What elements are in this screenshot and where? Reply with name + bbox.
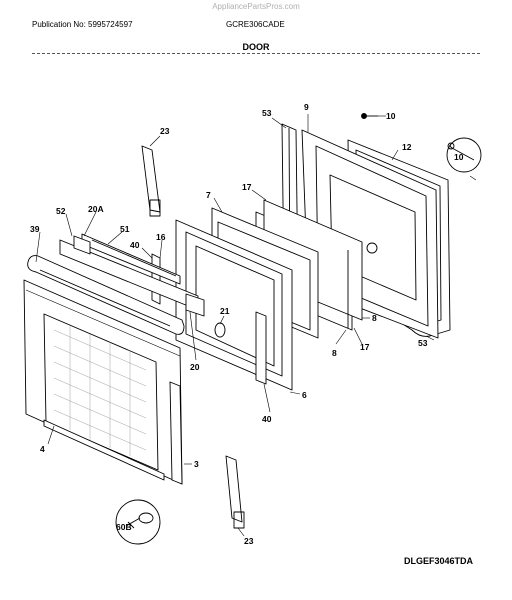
part-label-17-upper: 17 [242,182,252,192]
part-label-52: 52 [56,206,66,216]
part-label-20: 20 [190,362,200,372]
part-label-8-right: 8 [372,313,377,323]
model-number: GCRE306CADE [226,20,285,29]
part-label-51: 51 [120,224,130,234]
door-glass-mesh [53,326,147,456]
part-label-17-lower: 17 [360,342,370,352]
header-divider [32,53,480,54]
publication-number: Publication No: 5995724597 [32,20,133,29]
part-label-10: 10 [386,111,396,121]
part-label-53: 53 [262,108,272,118]
screw-detail-circle [115,499,161,545]
part-label-21: 21 [220,306,230,316]
part-label-60B: 60B [116,522,132,532]
bottom-door-trim [43,419,165,481]
door-hinge-lower [225,455,245,529]
part-label-9: 9 [304,102,309,112]
top-vent-assembly [59,233,205,317]
part-label-23-lower: 23 [244,536,254,546]
part-label-40-lower: 40 [262,414,272,424]
part-label-6: 6 [302,390,307,400]
screw-icon [447,142,475,161]
part-label-12: 12 [402,142,412,152]
part-label-20A: 20A [88,204,104,214]
door-clip [214,322,226,338]
part-label-7: 7 [206,190,211,200]
part-label-39: 39 [30,224,40,234]
part-label-16: 16 [156,232,166,242]
door-hinge-upper [141,145,161,217]
part-label-8-lower: 8 [332,348,337,358]
part-label-53-lower: 53 [418,338,428,348]
part-label-10-detail: 10 [454,152,464,162]
leader-lines [35,114,477,537]
door-handle [27,255,185,335]
part-label-3: 3 [194,459,199,469]
watermark-text: AppliancePartsPros.com [212,2,300,11]
diagram-code: DLGEF3046TDA [404,556,474,566]
part-label-23-upper: 23 [160,126,170,136]
outer-door-panel [23,279,183,485]
screw-icon [361,113,378,119]
screw-icon [125,512,154,529]
part-label-4: 4 [40,444,45,454]
section-title: DOOR [242,42,270,52]
part-label-40-upper: 40 [130,240,140,250]
